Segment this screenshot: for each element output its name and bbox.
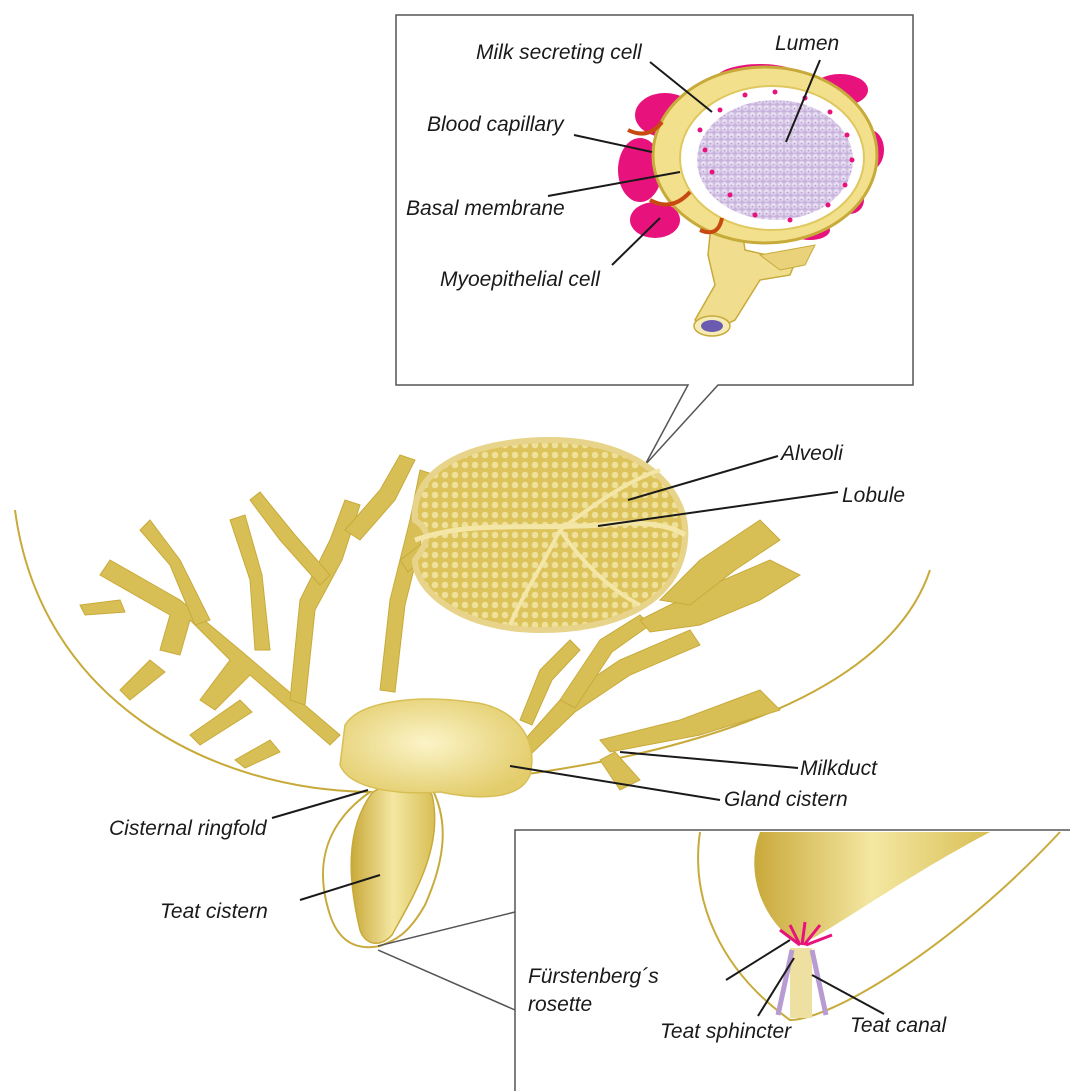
label-teat-canal: Teat canal xyxy=(850,1014,947,1037)
label-basal-membrane: Basal membrane xyxy=(406,197,565,220)
label-teat-sphincter: Teat sphincter xyxy=(660,1020,792,1043)
label-myoepithelial-cell: Myoepithelial cell xyxy=(440,268,601,291)
label-lumen: Lumen xyxy=(775,32,839,55)
label-lobule: Lobule xyxy=(842,484,905,507)
gland-cistern-body xyxy=(340,699,532,797)
teat-tip-inset xyxy=(378,830,1070,1091)
label-alveoli: Alveoli xyxy=(779,442,844,465)
label-furstenberg-rosette-line2: rosette xyxy=(528,993,592,1016)
label-cisternal-ringfold: Cisternal ringfold xyxy=(109,817,268,840)
alveolus-inset xyxy=(396,15,913,465)
label-furstenberg-rosette-line1: Fürstenberg´s xyxy=(528,965,659,988)
label-teat-cistern: Teat cistern xyxy=(160,900,268,923)
label-milkduct: Milkduct xyxy=(800,757,878,780)
lobule xyxy=(415,440,686,630)
label-gland-cistern: Gland cistern xyxy=(724,788,848,811)
label-milk-secreting-cell: Milk secreting cell xyxy=(476,41,643,64)
teat xyxy=(351,784,435,943)
label-blood-capillary: Blood capillary xyxy=(427,113,565,136)
